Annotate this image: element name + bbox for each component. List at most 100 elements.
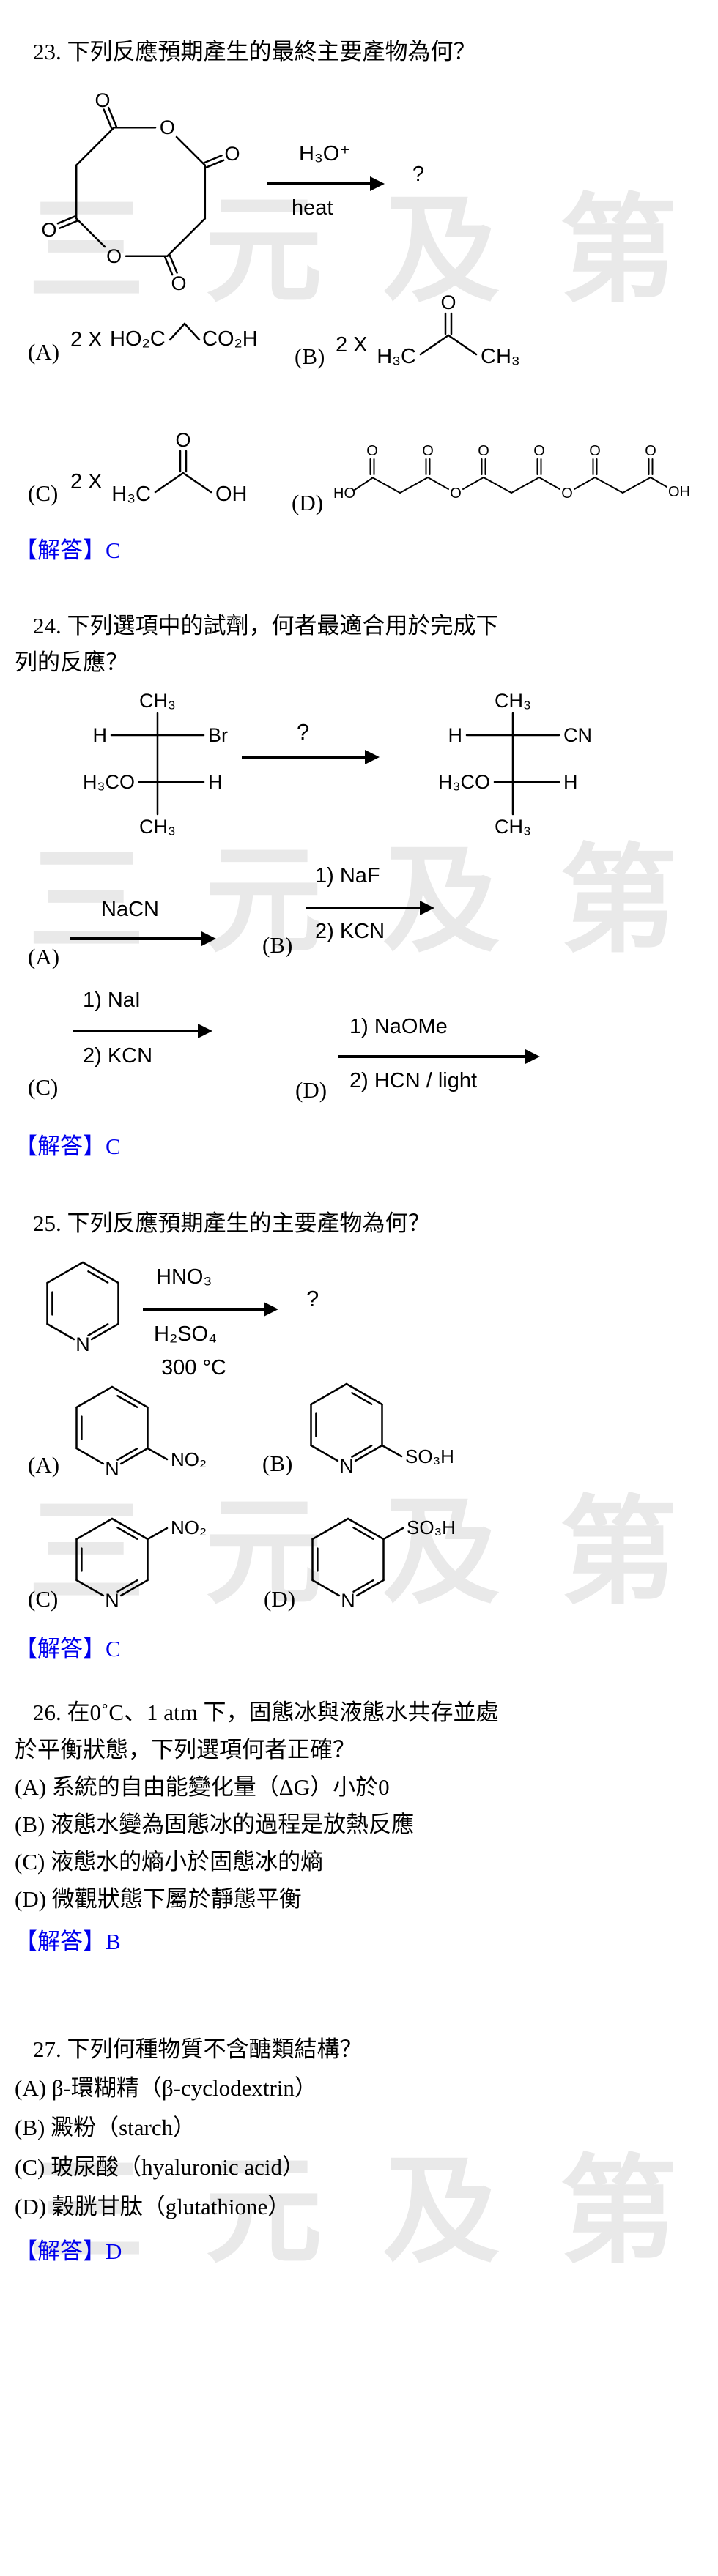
q25-reaction-arrow bbox=[143, 1302, 278, 1317]
q24-product-row2-left: H₃CO bbox=[438, 771, 490, 793]
q23-option-a-multiplier: 2 X bbox=[70, 328, 103, 351]
q24-reactant-row2-left: H₃CO bbox=[83, 771, 135, 793]
q24-option-c-label: (C) bbox=[28, 1074, 59, 1100]
watermark-text-4: 三元及第 bbox=[28, 2143, 718, 2279]
q23-answer-prefix: 【解答】 bbox=[15, 537, 106, 563]
q23-option-d-o-atom-4: O bbox=[533, 443, 545, 459]
q23-reactant-structure: O O O O O O bbox=[41, 89, 240, 294]
q24-option-a-reagent-1: NaCN bbox=[101, 898, 159, 921]
q25-option-c-structure: N NO₂ bbox=[75, 1516, 207, 1612]
q24-option-b-arrow bbox=[306, 901, 434, 915]
q26-option-d: (D) 微觀狀態下屬於靜態平衡 bbox=[15, 1886, 302, 1912]
q24-reactant-structure: CH₃ H Br H₃CO H CH₃ bbox=[83, 690, 228, 838]
q25-reactant-pyridine: N bbox=[46, 1261, 119, 1355]
q25-answer-prefix: 【解答】 bbox=[15, 1636, 106, 1661]
q23-option-a-right-group: CO₂H bbox=[202, 327, 258, 351]
q25-option-a-label: (A) bbox=[28, 1452, 60, 1478]
q24-reaction-arrow bbox=[242, 750, 380, 764]
q23-option-d-ester-o-1: O bbox=[450, 485, 462, 502]
watermark-text-1: 三元及第 bbox=[28, 182, 718, 319]
q23-option-d-ester-o-2: O bbox=[561, 485, 573, 502]
q26-option-b: (B) 液態水變為固態冰的過程是放熱反應 bbox=[15, 1812, 415, 1837]
q25-reagent-below-arrow-2: 300 °C bbox=[161, 1356, 226, 1380]
q24-option-d-arrow bbox=[338, 1049, 540, 1064]
q23-option-b-multiplier: 2 X bbox=[336, 333, 368, 357]
q27-option-c: (C) 玻尿酸（hyaluronic acid） bbox=[15, 2154, 306, 2180]
q23-reagent-below-arrow: heat bbox=[292, 196, 333, 220]
q23-option-d-o-atom-6: O bbox=[645, 443, 656, 459]
q24-product-row2-right: H bbox=[563, 771, 578, 793]
q25-answer: 【解答】C bbox=[15, 1630, 121, 1663]
q25-option-c-substituent: NO₂ bbox=[171, 1516, 207, 1538]
q25-option-d-n-atom: N bbox=[341, 1590, 355, 1612]
q24-reactant-row1-left: H bbox=[93, 724, 108, 746]
q23-option-c-label: (C) bbox=[28, 480, 59, 506]
q23-option-d-o-atom-5: O bbox=[589, 443, 601, 459]
q24-reactant-row2-right: H bbox=[208, 771, 223, 793]
q24-option-c-reagent-1: 1) NaI bbox=[83, 989, 141, 1012]
q25-reagent-below-arrow-1: H₂SO₄ bbox=[154, 1322, 217, 1346]
q24-answer-letter: C bbox=[106, 1133, 121, 1159]
q24-option-c-arrow bbox=[73, 1024, 212, 1038]
q25-option-a-substituent: NO₂ bbox=[171, 1448, 207, 1470]
q24-option-c-reagent-2: 2) KCN bbox=[83, 1044, 153, 1068]
q23-ring-o-atom-2: O bbox=[106, 245, 122, 267]
q23-option-c-right-group: OH bbox=[215, 483, 248, 506]
q23-option-d-o-atom-3: O bbox=[478, 443, 489, 459]
q24-reactant-bottom-group: CH₃ bbox=[139, 816, 176, 838]
q24-product-row1-right: CN bbox=[563, 724, 592, 746]
q25-option-b-label: (B) bbox=[262, 1451, 293, 1476]
q27-answer-letter: D bbox=[106, 2238, 122, 2264]
q23-answer-letter: C bbox=[106, 537, 121, 563]
q23-option-b-o-atom: O bbox=[440, 291, 456, 313]
q25-reactant-n-atom: N bbox=[75, 1333, 90, 1355]
q23-reagent-above-arrow: H₃O⁺ bbox=[299, 142, 351, 165]
q24-reactant-row1-right: Br bbox=[208, 724, 228, 746]
q26-option-c: (C) 液態水的熵小於固態冰的熵 bbox=[15, 1849, 324, 1875]
q23-option-c-left-group: H₃C bbox=[111, 483, 151, 506]
q26-answer-letter: B bbox=[106, 1929, 121, 1954]
q26-option-a: (A) 系統的自由能變化量（ΔG）小於0 bbox=[15, 1774, 390, 1800]
q25-option-b-n-atom: N bbox=[339, 1455, 354, 1477]
q23-option-d-label: (D) bbox=[292, 490, 324, 515]
q23-option-c-structure: O H₃C OH bbox=[111, 429, 248, 506]
q23-option-b-right-group: CH₃ bbox=[481, 345, 520, 368]
q25-option-d-label: (D) bbox=[264, 1586, 296, 1612]
q25-answer-letter: C bbox=[106, 1636, 121, 1661]
q23-option-b-label: (B) bbox=[295, 343, 325, 369]
q24-option-d-reagent-2: 2) HCN / light bbox=[349, 1069, 478, 1092]
watermark-text-3: 三元及第 bbox=[28, 1484, 718, 1620]
q23-option-a-label: (A) bbox=[28, 339, 60, 365]
q23-option-b-left-group: H₃C bbox=[377, 345, 416, 368]
q24-option-b-reagent-2: 2) KCN bbox=[315, 920, 385, 943]
q27-option-a: (A) β-環糊精（β-cyclodextrin） bbox=[15, 2075, 317, 2101]
q27-answer-prefix: 【解答】 bbox=[15, 2238, 106, 2264]
q27-answer: 【解答】D bbox=[15, 2233, 122, 2266]
q23-option-a-structure: HO₂C CO₂H bbox=[110, 322, 258, 351]
q24-title-line2: 列的反應？ bbox=[15, 649, 128, 675]
q25-reagent-above-arrow: HNO₃ bbox=[156, 1265, 212, 1289]
q24-product-top-group: CH₃ bbox=[495, 690, 531, 712]
q24-option-b-reagent-1: 1) NaF bbox=[315, 864, 380, 887]
q25-option-d-substituent: SO₃H bbox=[407, 1516, 456, 1538]
q24-option-d-reagent-1: 1) NaOMe bbox=[349, 1015, 448, 1038]
q25-option-b-substituent: SO₃H bbox=[405, 1445, 454, 1467]
q24-answer: 【解答】C bbox=[15, 1128, 121, 1161]
q26-title-line1: 26. 在0˚C、1 atm 下，固態冰與液態水共存並處 bbox=[33, 1700, 499, 1725]
q25-option-a-structure: N NO₂ bbox=[75, 1385, 207, 1480]
q23-ring-o-atom-1: O bbox=[160, 116, 175, 138]
q23-answer: 【解答】C bbox=[15, 532, 121, 565]
q24-answer-prefix: 【解答】 bbox=[15, 1133, 106, 1159]
q25-option-c-label: (C) bbox=[28, 1586, 59, 1612]
q23-option-d-oh-group: OH bbox=[668, 484, 690, 500]
q26-answer-prefix: 【解答】 bbox=[15, 1929, 106, 1954]
q24-product-structure: CH₃ H CN H₃CO H CH₃ bbox=[438, 690, 592, 838]
q25-option-b-structure: N SO₃H bbox=[310, 1382, 454, 1477]
q24-arrow-question-mark: ? bbox=[297, 719, 310, 745]
q27-title: 27. 下列何種物質不含醣類結構？ bbox=[33, 2036, 363, 2062]
q23-option-c-o-atom: O bbox=[175, 429, 190, 451]
q25-title: 25. 下列反應預期產生的主要產物為何？ bbox=[33, 1210, 431, 1236]
q23-option-d-structure: O O O O O O HO O O OH bbox=[333, 443, 690, 502]
q26-answer: 【解答】B bbox=[15, 1923, 121, 1956]
